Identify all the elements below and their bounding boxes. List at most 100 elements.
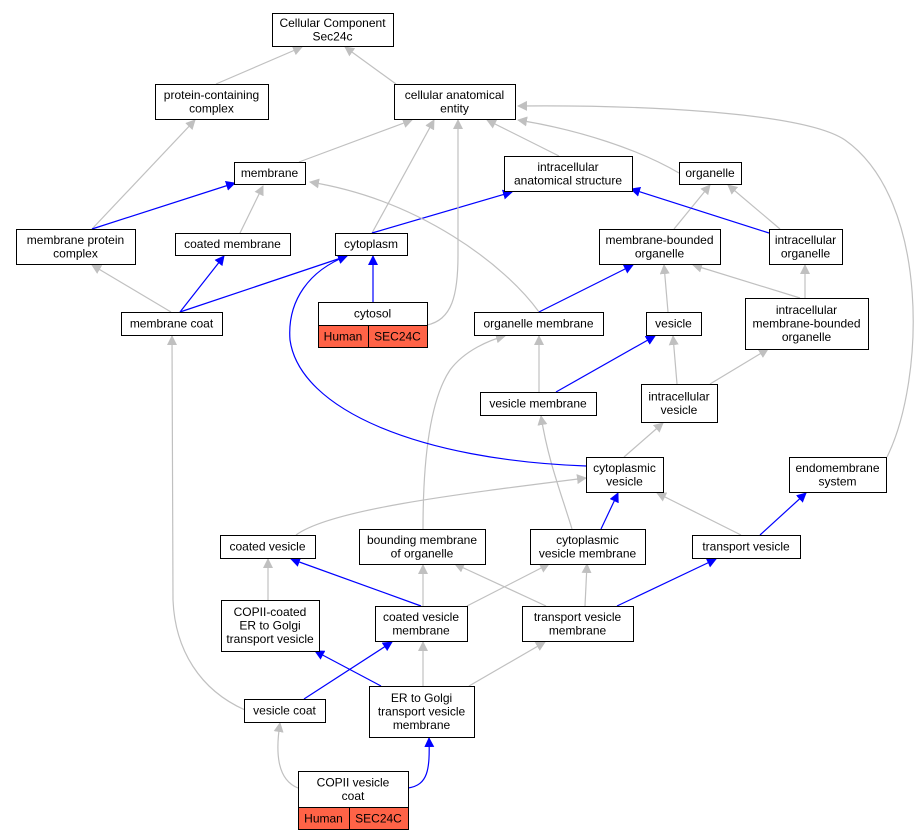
term-label-line: transport vesicle: [702, 540, 790, 554]
term-label-line: complex: [53, 246, 98, 260]
part-of-edge: [179, 255, 225, 313]
annotation-gene-label: SEC24C: [355, 812, 402, 826]
annotation-species-label: Human: [324, 330, 363, 344]
term-label-line: coated vesicle: [383, 610, 459, 624]
part-of-edge: [555, 335, 656, 393]
is-a-edge: [692, 262, 801, 299]
term-node-cytoplasm[interactable]: cytoplasm: [335, 233, 408, 256]
term-label-line: coated vesicle: [229, 540, 305, 554]
part-of-edge: [759, 492, 807, 536]
term-node-omem[interactable]: organelle membrane: [474, 312, 604, 336]
term-label-line: endomembrane: [795, 461, 879, 475]
term-label-line: protein-containing: [164, 88, 259, 102]
term-node-tv[interactable]: transport vesicle: [692, 535, 801, 559]
is-a-edge: [426, 119, 463, 326]
term-label-line: transport vesicle: [226, 632, 314, 646]
term-label-line: intracellular: [776, 303, 837, 317]
part-of-edge: [314, 650, 382, 687]
is-a-edge: [517, 100, 914, 458]
term-label-line: membrane: [241, 166, 299, 180]
part-of-edge: [290, 557, 422, 607]
term-label-line: vesicle membrane: [539, 546, 637, 560]
term-label-line: vesicle: [661, 403, 698, 417]
term-label-line: transport vesicle: [378, 705, 466, 719]
is-a-edge: [91, 119, 196, 230]
term-node-mcoat[interactable]: membrane coat: [121, 312, 223, 336]
is-a-edge: [454, 563, 547, 607]
is-a-edge: [466, 563, 550, 607]
is-a-edge: [298, 118, 413, 163]
term-node-vesicle[interactable]: vesicle: [646, 312, 702, 336]
annotation-species-label: Human: [304, 812, 343, 826]
annotation-gene-label: SEC24C: [374, 330, 421, 344]
part-of-edge: [91, 180, 236, 230]
term-label-line: ER to Golgi: [239, 619, 300, 633]
term-label-line: organelle: [781, 246, 831, 260]
is-a-edge: [344, 46, 397, 85]
is-a-edge: [91, 264, 172, 313]
term-label-line: cellular anatomical: [405, 88, 504, 102]
is-a-edge: [215, 45, 303, 85]
is-a-edge: [422, 333, 506, 530]
is-a-edge: [727, 184, 781, 230]
term-node-coatedv[interactable]: coated vesicle: [220, 535, 316, 559]
term-label-line: cytoplasmic: [593, 461, 656, 475]
term-label-line: membrane-bounded: [605, 233, 713, 247]
is-a-edge: [239, 185, 264, 234]
is-a-edge: [167, 335, 246, 711]
term-label-line: cytoplasm: [344, 237, 398, 251]
part-of-edge: [303, 641, 393, 700]
is-a-edge: [517, 116, 680, 174]
term-label-line: cytoplasmic: [556, 533, 619, 547]
term-label-line: membrane coat: [130, 317, 214, 331]
term-label-line: COPII-coated: [234, 605, 307, 619]
term-label-line: Sec24c: [312, 29, 352, 43]
term-label-line: Cellular Component: [279, 16, 386, 30]
is-a-edge: [486, 119, 560, 157]
is-a-edge: [668, 335, 679, 385]
annotation-gene-cell: [349, 807, 409, 830]
term-label-line: entity: [440, 101, 469, 115]
is-a-edge: [623, 422, 664, 458]
term-label-line: coated membrane: [184, 237, 281, 251]
term-label-line: anatomical structure: [514, 173, 622, 187]
term-label-line: of organelle: [391, 546, 454, 560]
term-node-membrane[interactable]: membrane: [234, 162, 306, 185]
term-label-line: vesicle: [655, 317, 692, 331]
term-node-vcoat[interactable]: vesicle coat: [244, 699, 326, 723]
part-of-edge: [289, 254, 587, 467]
term-node-vmem[interactable]: vesicle membrane: [480, 392, 597, 416]
term-node-organelle[interactable]: organelle: [679, 162, 742, 185]
term-label-line: complex: [189, 101, 234, 115]
term-label-line: intracellular: [537, 160, 598, 174]
annotation-gene-cell: [368, 325, 428, 348]
term-label-line: membrane: [392, 623, 450, 637]
term-label-line: bounding membrane: [367, 533, 477, 547]
term-label-line: cytosol: [354, 307, 391, 321]
part-of-edge: [616, 558, 717, 607]
term-label-line: organelle membrane: [483, 317, 593, 331]
term-label-line: transport vesicle: [534, 610, 622, 624]
term-node-cmem[interactable]: coated membrane: [175, 233, 291, 256]
term-label-line: vesicle membrane: [489, 397, 587, 411]
